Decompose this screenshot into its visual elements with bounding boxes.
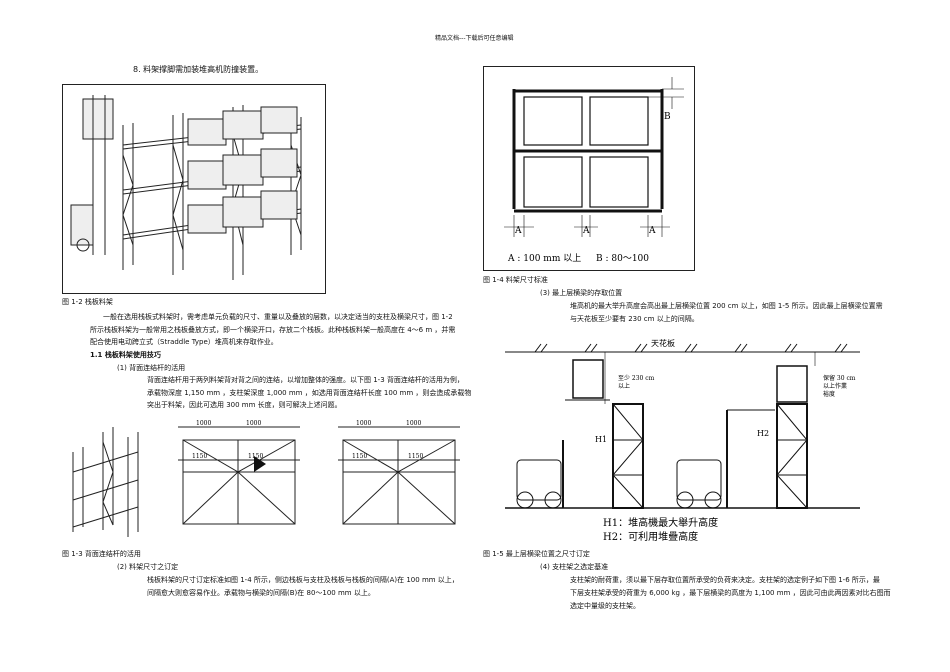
para5-line3: 选定中量级的支柱架。 bbox=[570, 602, 640, 610]
dim-1150-right-b: 1150 bbox=[408, 453, 423, 460]
dim-1000-left-a: 1000 bbox=[196, 420, 211, 427]
para1-line1: 一般在选用栈板式料架时，需考虑单元负载的尺寸、重量以及叠放的层数，以决定适当的支… bbox=[103, 313, 453, 321]
figure-1-5-caption: 图 1-5 最上层横梁位置之尺寸订定 bbox=[483, 550, 590, 558]
legend-h2: H2：可利用堆疊高度 bbox=[603, 530, 698, 543]
para2-line2: 承载物深度 1,150 mm ，支柱架深度 1,000 mm ，如选用背面连结杆… bbox=[147, 389, 472, 397]
keep-label-2: 以上作業 bbox=[823, 382, 847, 390]
para2-line3: 突出于料架，因此可选用 300 mm 长度，则可解决上述问题。 bbox=[147, 401, 342, 409]
figure-1-2-pallet-rack bbox=[62, 84, 326, 294]
figure-1-5-drawing: 天花板 至少 230 cm 以上 H1 H2 保留 30 cm 以上作業 裕度 … bbox=[505, 338, 860, 543]
figure-1-2-caption: 图 1-2 栈板料架 bbox=[62, 298, 113, 306]
para3-line2: 间隔愈大则愈容易作业。承载物与横梁的间隔(B)在 80～100 mm 以上。 bbox=[147, 589, 375, 597]
figure-1-4-rack-dimensions: B A A A A : 100 mm 以上 B : 80～100 bbox=[483, 66, 695, 271]
figure-1-3-caption: 图 1-3 背面连结杆的活用 bbox=[62, 550, 141, 558]
para1-line3: 配合使用电动跨立式（Straddle Type）堆高机来存取作业。 bbox=[90, 338, 278, 346]
dim-1000-left-b: 1000 bbox=[246, 420, 261, 427]
legend-b: B : 80～100 bbox=[596, 254, 649, 264]
page-header: 精品文档---下载后可任意编辑 bbox=[435, 35, 514, 42]
dim-1150-right-a: 1150 bbox=[352, 453, 367, 460]
figure-1-3-back-tie-bar: 1000 1000 1150 1150 1000 1000 1150 1150 bbox=[68, 412, 468, 540]
para1-line2: 所示栈板料架为一般常用之栈板叠放方式，即一个横梁开口，存放二个栈板。此种栈板料架… bbox=[90, 326, 456, 334]
arrow-right-icon bbox=[254, 456, 266, 472]
gap-label-2: 以上 bbox=[618, 382, 630, 390]
sub2-heading: (2) 料架尺寸之订定 bbox=[117, 563, 179, 571]
para4-line2: 与天花板至少要有 230 cm 以上的间隔。 bbox=[570, 315, 699, 323]
legend-a: A : 100 mm 以上 bbox=[507, 253, 581, 264]
gap-label-1: 至少 230 cm bbox=[618, 375, 655, 382]
ceiling-label: 天花板 bbox=[651, 338, 675, 348]
para3-line1: 栈板料架的尺寸订定标准如图 1-4 所示，侧边栈板与支柱及栈板与栈板的间隔(A)… bbox=[147, 576, 459, 584]
item-8: 8. 料架撑脚需加装堆高机防撞装置。 bbox=[133, 65, 264, 74]
para2-line1: 背面连结杆用于两列料架背对背之间的连结，以增加整体的强度。以下图 1-3 背面连… bbox=[147, 376, 464, 384]
para5-line2: 下层支柱架承受的荷重为 6,000 kg ，最下层横梁的高度为 1,100 mm… bbox=[570, 589, 891, 597]
para4-line1: 堆高机的最大举升高度会高出最上层横梁位置 200 cm 以上，如图 1-5 所示… bbox=[570, 302, 883, 310]
dim-1000-right-a: 1000 bbox=[356, 420, 371, 427]
dim-1000-right-b: 1000 bbox=[406, 420, 421, 427]
sub3-heading: (3) 最上层横梁的存取位置 bbox=[540, 289, 623, 297]
h2-label: H2 bbox=[757, 429, 769, 438]
legend-h1: H1：堆高機最大舉升高度 bbox=[603, 516, 718, 529]
label-b: B bbox=[664, 112, 671, 122]
label-a-middle: A bbox=[582, 226, 590, 236]
label-a-right: A bbox=[648, 226, 656, 236]
dim-1150-left-b: 1150 bbox=[248, 453, 263, 460]
figure-1-5-top-beam-position: 天花板 至少 230 cm 以上 H1 H2 保留 30 cm 以上作業 裕度 … bbox=[505, 330, 865, 545]
para5-line1: 支柱架的耐荷重，须以最下层存取位置所承受的负荷来决定。支柱架的选定例子如下图 1… bbox=[570, 576, 880, 584]
figure-1-4-drawing: B A A A A : 100 mm 以上 B : 80～100 bbox=[504, 77, 684, 264]
figure-1-3-drawing: 1000 1000 1150 1150 1000 1000 1150 1150 bbox=[72, 420, 460, 537]
sub1-heading: (1) 背面连结杆的活用 bbox=[117, 364, 186, 372]
section-1-1-heading: 1.1 栈板料架使用技巧 bbox=[90, 351, 161, 359]
label-a-left: A bbox=[514, 226, 522, 236]
figure-1-4-caption: 图 1-4 料架尺寸标准 bbox=[483, 276, 548, 284]
h1-label: H1 bbox=[595, 435, 607, 444]
dim-1150-left-a: 1150 bbox=[192, 453, 207, 460]
keep-label-3: 裕度 bbox=[823, 390, 835, 398]
keep-label-1: 保留 30 cm bbox=[823, 374, 856, 382]
sub4-heading: (4) 支柱架之选定基准 bbox=[540, 563, 609, 571]
pallet-rack-illustration bbox=[70, 95, 302, 280]
